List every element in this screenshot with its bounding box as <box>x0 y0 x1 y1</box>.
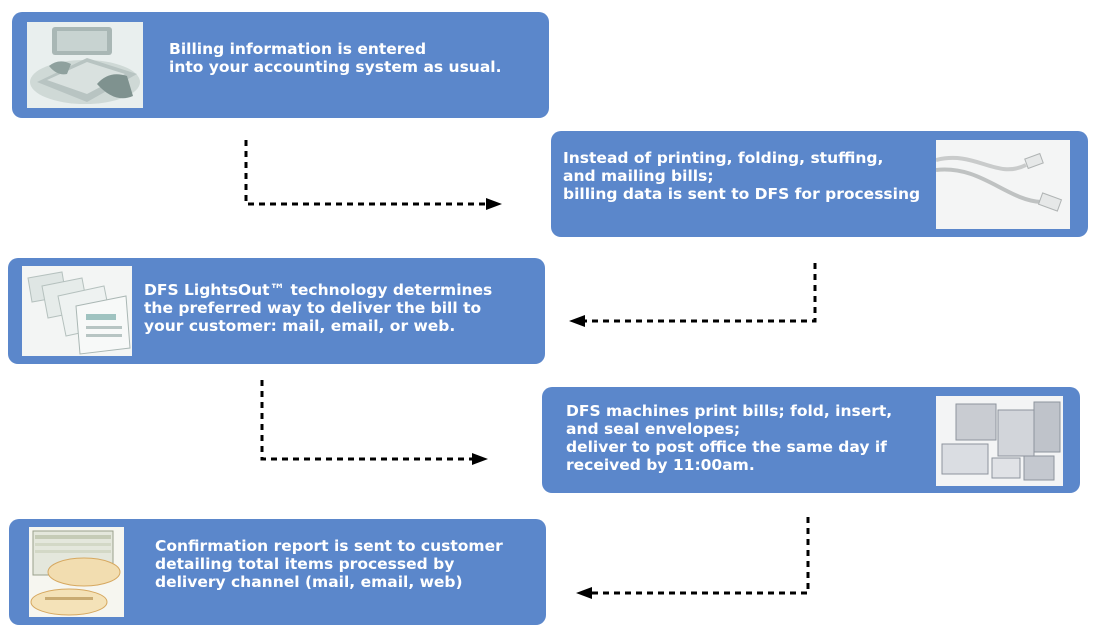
step-5-box: Confirmation report is sent to customer … <box>9 519 546 625</box>
step-3-box: DFS LightsOut™ technology determines the… <box>8 258 545 364</box>
keyboard-typing-icon <box>27 22 143 108</box>
connector-1-2 <box>244 140 486 206</box>
step-3-text: DFS LightsOut™ technology determines the… <box>144 281 493 335</box>
network-cable-icon <box>936 140 1070 229</box>
arrowhead-1 <box>486 198 502 210</box>
step-2-text: Instead of printing, folding, stuffing, … <box>563 149 921 203</box>
step-1-box: Billing information is entered into your… <box>12 12 549 118</box>
arrowhead-3 <box>472 453 488 465</box>
arrowhead-4 <box>576 587 592 599</box>
connector-3-4 <box>260 380 472 461</box>
step-2-box: Instead of printing, folding, stuffing, … <box>551 131 1088 237</box>
printing-machines-icon <box>936 396 1063 486</box>
step-4-text: DFS machines print bills; fold, insert, … <box>566 402 893 474</box>
arrowhead-2 <box>569 315 585 327</box>
step-5-text: Confirmation report is sent to customer … <box>155 537 503 591</box>
document-stack-icon <box>22 266 132 356</box>
connector-2-3 <box>585 263 817 323</box>
report-spreadsheet-icon <box>29 527 124 617</box>
connector-4-5 <box>592 517 810 595</box>
step-4-box: DFS machines print bills; fold, insert, … <box>542 387 1080 493</box>
step-1-text: Billing information is entered into your… <box>169 40 502 76</box>
